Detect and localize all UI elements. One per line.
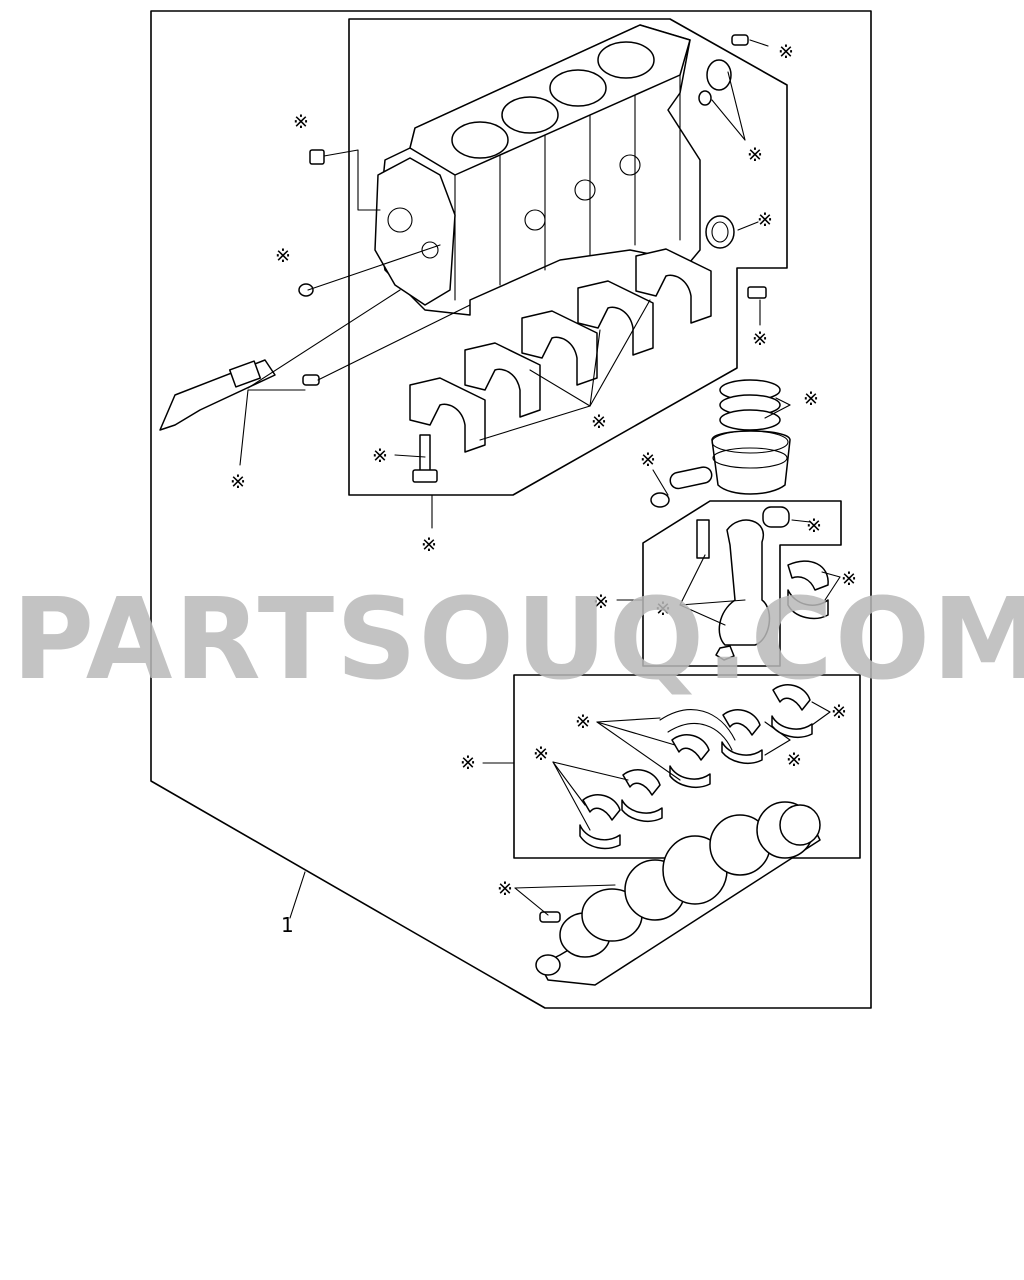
cylinder-block xyxy=(374,24,701,316)
note-marker: ※ xyxy=(497,878,513,900)
conrod-bolt xyxy=(696,519,710,559)
note-marker: ※ xyxy=(640,449,656,471)
plug-right xyxy=(747,286,767,299)
dowel-pin xyxy=(302,374,320,386)
note-marker: ※ xyxy=(786,749,802,771)
note-marker: ※ xyxy=(460,752,476,774)
note-marker: ※ xyxy=(752,328,768,350)
connecting-rod xyxy=(696,506,829,661)
conrod-bushing xyxy=(762,506,790,528)
note-marker: ※ xyxy=(230,471,246,493)
note-markers: ※ ※ ※ ※ ※ ※ ※ ※ ※ ※ ※ ※ ※ ※ ※ ※ ※ ※ ※ ※ … xyxy=(230,41,857,900)
note-marker: ※ xyxy=(778,41,794,63)
note-marker: ※ xyxy=(275,245,291,267)
plug-upper xyxy=(309,149,325,165)
main-bearing-caps xyxy=(409,248,712,453)
note-marker: ※ xyxy=(831,701,847,723)
note-marker: ※ xyxy=(293,111,309,133)
conrod-group-frame xyxy=(642,500,842,667)
note-marker: ※ xyxy=(421,534,437,556)
note-marker: ※ xyxy=(803,388,819,410)
block-group-frame xyxy=(348,18,788,496)
oil-seal xyxy=(705,215,735,249)
conrod-bearing-lower xyxy=(787,589,829,620)
small-plug xyxy=(698,90,712,106)
note-marker: ※ xyxy=(591,411,607,433)
crankshaft xyxy=(535,801,821,986)
note-marker: ※ xyxy=(655,598,671,620)
crank-bearing-shells xyxy=(579,684,813,850)
note-marker: ※ xyxy=(575,711,591,733)
crank-key xyxy=(539,911,561,923)
note-marker: ※ xyxy=(533,743,549,765)
leader-lines xyxy=(239,39,841,919)
reference-number-1: 1 xyxy=(281,913,294,937)
note-marker: ※ xyxy=(757,209,773,231)
assembly-frame xyxy=(150,10,872,1009)
note-marker: ※ xyxy=(747,144,763,166)
piston-assembly xyxy=(650,379,791,508)
note-marker: ※ xyxy=(806,515,822,537)
block-hardware xyxy=(159,34,767,483)
dowel-top xyxy=(731,34,749,46)
snap-ring xyxy=(650,492,670,508)
note-marker: ※ xyxy=(593,591,609,613)
note-marker: ※ xyxy=(841,568,857,590)
piston-pin xyxy=(669,466,713,490)
note-marker: ※ xyxy=(372,445,388,467)
watermark-text: PARTSOUQ.COM xyxy=(12,575,1024,705)
conrod-bearing-upper xyxy=(787,560,829,591)
cap-bolt xyxy=(419,434,431,476)
cup-plug xyxy=(706,59,732,91)
plug-left xyxy=(298,283,314,297)
